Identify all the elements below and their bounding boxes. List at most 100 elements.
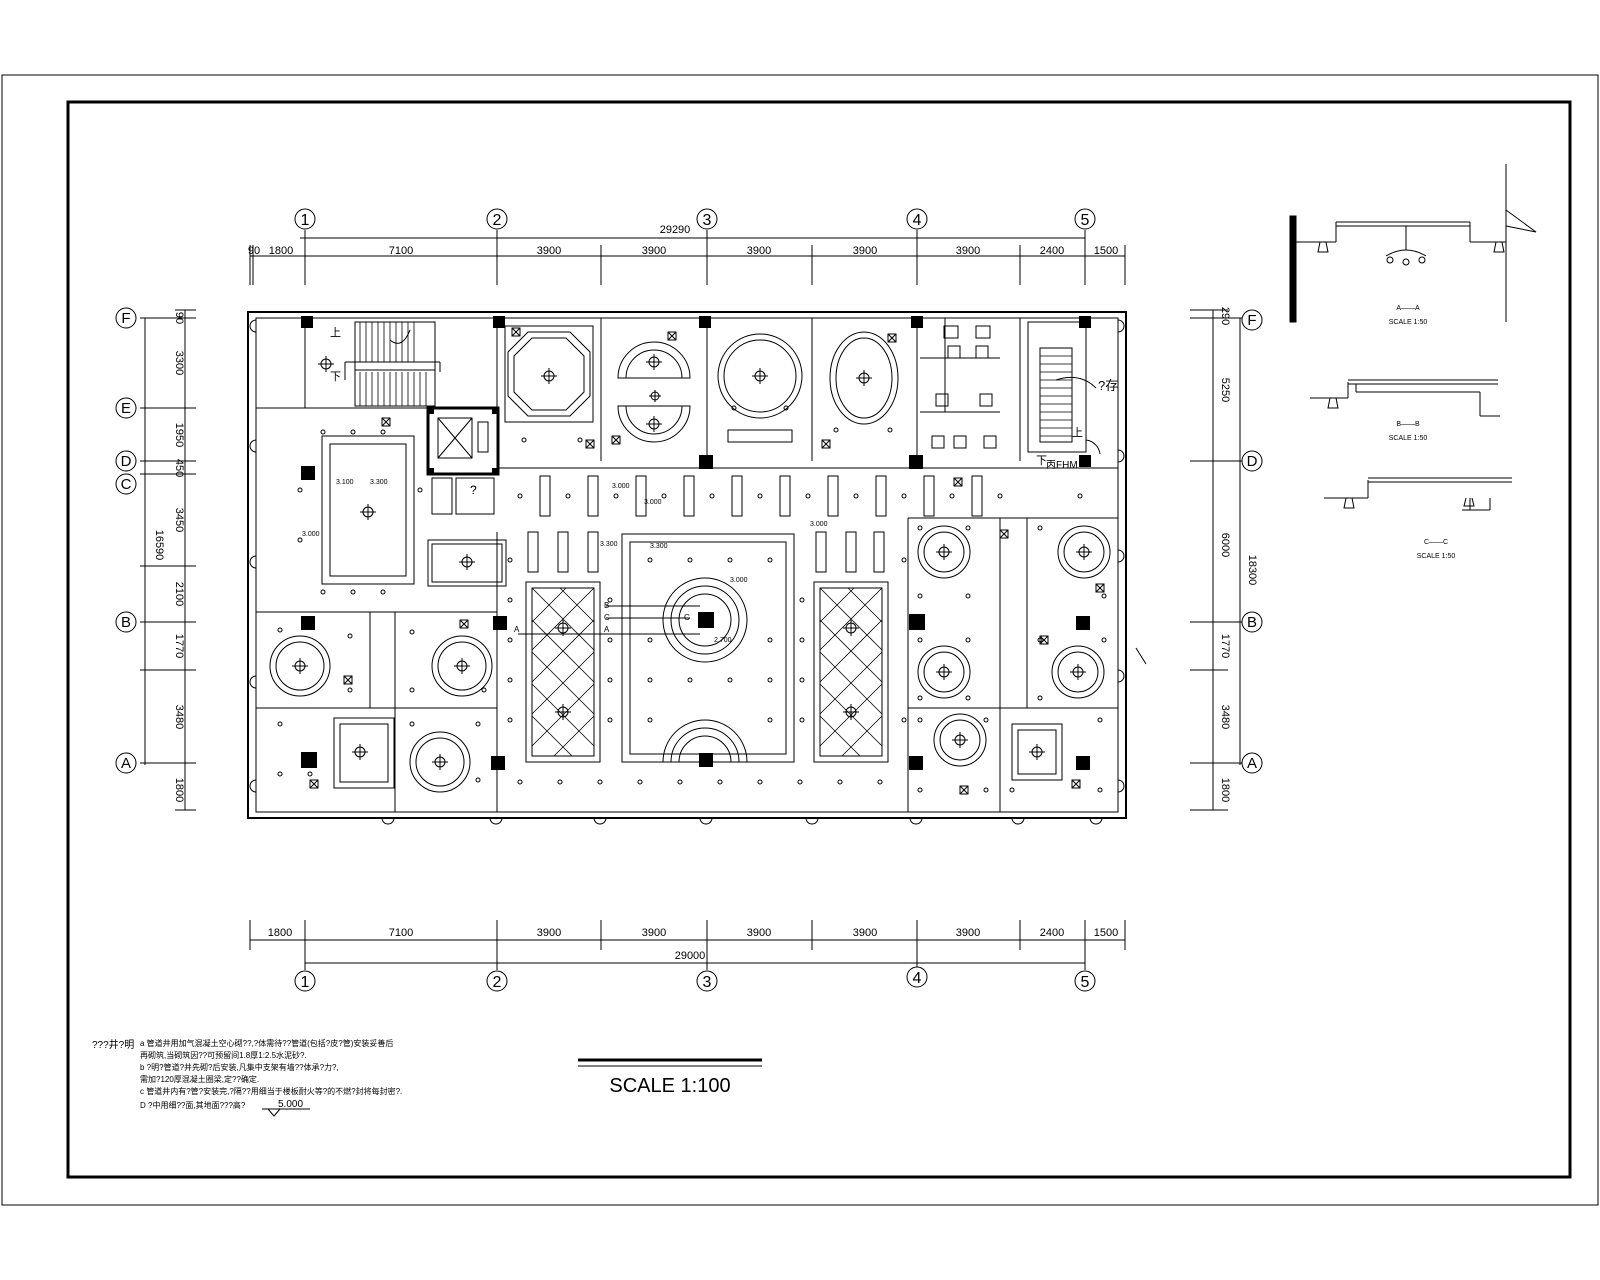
svg-text:B: B [121,614,131,631]
linear-light-slots [527,475,983,573]
light-fixture-icon [936,544,952,560]
left-grid-bubbles: F E D C B A [115,307,137,774]
notes-header: ???井?明 [92,1038,134,1051]
light-fixture-icon [555,704,571,720]
light-fixture-icon [360,504,376,520]
light-fixture-icon [952,732,968,748]
vent-icon [953,477,963,487]
right-grid-bubbles: F D B A [1241,309,1263,774]
vent-icon [1095,583,1105,593]
dim-value: 1500 [1094,245,1118,257]
bottom-total-dimension: 29000 [675,950,706,962]
vent-icon [585,439,595,449]
vent-icon [887,333,897,343]
ceiling-light-fixtures [292,354,1092,770]
detail-bb-title: B——B [1396,421,1420,428]
light-fixture-icon [649,390,661,402]
light-fixture-icon [1029,744,1045,760]
dim-value: 3900 [956,927,980,939]
vent-icon [459,619,469,629]
note-line: 再砌筑,当砌筑因??可预留间1.8厚1:2.5水泥砂?. [140,1050,307,1060]
grid-bubble: 3 [696,208,718,230]
dim-value: 1800 [268,927,292,939]
lattice-ceiling-right [813,581,889,763]
section-marker-c: C [604,613,610,622]
section-marker-b: B [604,601,609,610]
svg-text:D: D [121,453,132,470]
svg-text:E: E [121,400,131,417]
svg-text:2: 2 [493,974,502,991]
elevation-mark: 3.300 [370,479,388,486]
svg-text:B: B [1247,614,1257,631]
top-grid-bubbles: 1 2 3 4 5 [294,208,1096,230]
detail-cc-scale: SCALE 1:50 [1417,553,1456,560]
light-fixture-icon [843,620,859,636]
note-line: D ?中用细??面,其地面???高? [140,1100,246,1110]
note-line: 需加?120厚混凝土圈梁,定??确定. [140,1074,259,1084]
svg-text:A: A [1247,755,1257,772]
light-fixture-icon [454,658,470,674]
section-marker-a: A [514,625,520,634]
dim-value: 2100 [173,582,185,606]
left-total-dimension: 16590 [153,530,165,561]
general-notes: ???井?明 a 管道井用加气混凝土空心砌??,?体需待??管道(包括?皮?管)… [92,1038,402,1117]
top-dimension-values: 90 1800 7100 3900 3900 3900 3900 3900 24… [248,245,1118,257]
svg-text:1: 1 [301,974,310,991]
grid-bubble: F [115,307,137,329]
svg-text:2: 2 [493,212,502,229]
grid-bubble: C [115,473,137,495]
stair-down-label: 下 [330,371,341,383]
fire-door-label: 丙FHM [1046,460,1078,471]
vent-icon [999,529,1009,539]
svg-text:1: 1 [301,212,310,229]
grid-bubble: 4 [906,966,928,988]
svg-text:C: C [121,476,132,493]
building-inner-outline [255,317,1119,813]
dim-value: 3900 [642,927,666,939]
left-dimension-values: 90 3300 1950 450 3450 2100 1770 3480 180… [173,312,185,802]
vent-icon [959,785,969,795]
dim-value: 7100 [389,927,413,939]
light-fixture-icon [646,416,662,432]
vent-icon [343,675,353,685]
bottom-dimension-chain [249,920,1126,970]
section-detail-aa [1289,164,1537,323]
vent-icon [1039,635,1049,645]
dim-value: 1950 [173,423,185,447]
elevation-mark: 3.300 [650,543,668,550]
light-fixture-icon [555,620,571,636]
storage-label: ?存 [1098,378,1118,393]
dim-value: 3300 [173,351,185,375]
dim-value: 3900 [747,245,771,257]
grid-bubble: F [1241,309,1263,331]
drawing-frame [66,100,1572,1179]
elevation-mark: 3.100 [336,479,354,486]
elevation-mark: 3.000 [302,531,320,538]
top-total-dimension: 29290 [660,224,691,236]
dim-value: 1500 [1094,927,1118,939]
dim-value: 2400 [1040,927,1064,939]
svg-text:4: 4 [913,970,922,987]
light-fixture-icon [541,368,557,384]
section-marker-a: A [604,625,610,634]
dim-value: 3900 [853,927,877,939]
dim-value: 1770 [1219,634,1231,658]
right-dimension-values: 290 5250 6000 1770 3480 1800 [1219,307,1231,802]
elevation-mark: 2.700 [714,637,732,644]
staircase-left [354,321,436,407]
light-fixture-icon [318,356,334,372]
dim-value: 3900 [537,245,561,257]
detail-bb-scale: SCALE 1:50 [1389,435,1428,442]
structural-columns [301,316,1091,770]
note-line: a 管道井用加气混凝土空心砌??,?体需待??管道(包括?皮?管)安装妥善后 [140,1038,393,1048]
dim-value: 3480 [1219,705,1231,729]
dim-value: 3900 [956,245,980,257]
bottom-grid-bubbles: 1 2 3 4 5 [294,966,1096,992]
grid-bubble: 4 [906,208,928,230]
building-outline [247,311,1127,819]
detail-aa-scale: SCALE 1:50 [1389,319,1428,326]
grid-bubble: 5 [1074,970,1096,992]
grid-bubble: 1 [294,970,316,992]
grid-bubble: D [1241,450,1263,472]
